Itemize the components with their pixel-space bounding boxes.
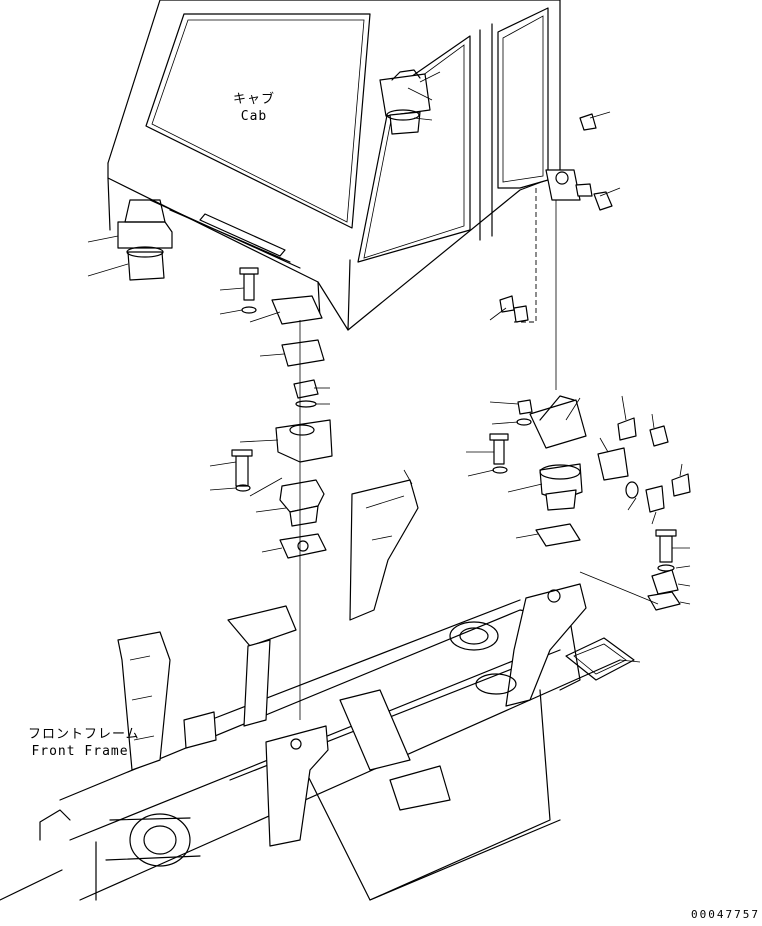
cab-label-en: Cab	[240, 109, 268, 124]
bolts-right	[489, 399, 691, 513]
cab-label-ja: キャブ	[232, 92, 275, 107]
front-frame-label-en: Front Frame	[31, 744, 129, 759]
document-number: 00047757	[691, 908, 760, 921]
cab-mount-left	[117, 199, 173, 281]
front-frame-label-ja: フロントフレーム	[28, 727, 140, 742]
cab-body	[107, 0, 561, 331]
mount-stack-left	[271, 295, 333, 720]
front-frame	[0, 479, 621, 901]
parts-far-right	[565, 529, 681, 681]
cab-rear-bracket	[499, 113, 613, 323]
leader-lines	[87, 71, 691, 663]
mount-stack-right	[514, 188, 587, 547]
cab-mount-right-top	[379, 69, 431, 135]
bolts-left	[231, 267, 259, 492]
